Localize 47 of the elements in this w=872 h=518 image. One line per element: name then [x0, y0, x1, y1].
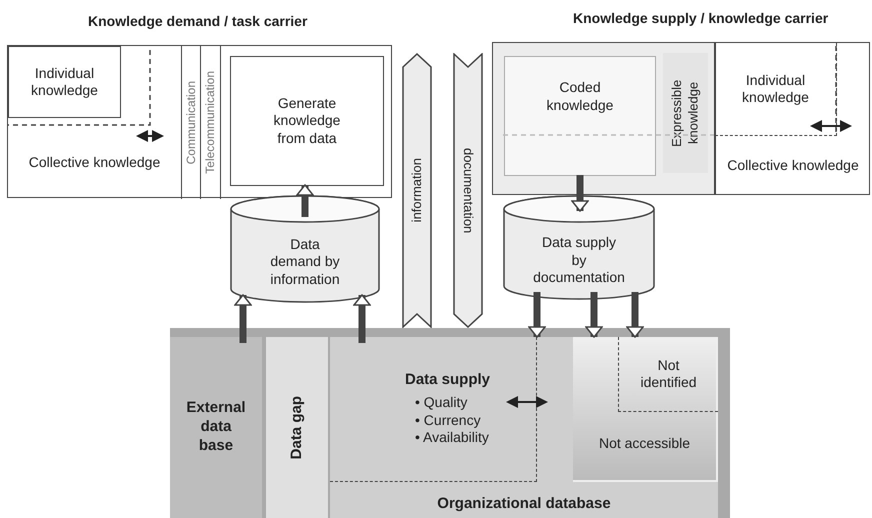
node-label: Not accessible — [598, 434, 690, 452]
knowledge-area — [715, 43, 837, 136]
node-label: Collective knowledge — [727, 157, 859, 175]
gap-column — [266, 337, 328, 518]
knowledge-box — [8, 46, 121, 118]
node-label: Not identified — [639, 356, 698, 392]
bullet-item: • Currency — [415, 412, 482, 430]
database-block — [170, 337, 262, 518]
data-block — [573, 337, 718, 482]
database-block — [330, 337, 718, 518]
node-label: Coded knowledge — [546, 79, 614, 114]
knowledge-box — [504, 56, 656, 176]
heading: Data supply — [405, 371, 490, 390]
block-arrow — [585, 292, 603, 338]
bullet-item: • Quality — [415, 394, 468, 412]
block-arrow — [296, 184, 314, 217]
node-label: Data gap — [288, 396, 306, 460]
data-area — [330, 337, 537, 482]
process-box — [230, 56, 384, 186]
block-arrow — [528, 292, 546, 338]
node-label: information — [408, 158, 425, 223]
channel-column — [181, 46, 201, 199]
node-label: Collective knowledge — [28, 154, 160, 172]
block-arrow — [626, 292, 644, 338]
bullet-item: • Availability — [415, 429, 489, 447]
down-arrow-band — [453, 53, 483, 328]
up-arrow-band — [402, 53, 432, 328]
knowledge-column — [663, 53, 708, 173]
data-area — [618, 337, 718, 412]
block-arrow — [234, 294, 252, 343]
node-label: Data demand by information — [269, 236, 341, 288]
node-label: Individual knowledge — [30, 64, 99, 100]
database-cylinder — [503, 195, 655, 300]
node-label: Communication — [184, 80, 198, 164]
block-arrow — [571, 175, 589, 212]
node-label: External data base — [185, 399, 247, 456]
group-heading: Knowledge demand / task carrier — [88, 13, 308, 30]
node-label: Organizational database — [437, 495, 611, 514]
node-label: documentation — [460, 148, 476, 234]
block-arrow — [353, 294, 371, 343]
node-label: Telecommunication — [203, 71, 218, 174]
node-label: Expressible knowledge — [669, 78, 702, 149]
database-cylinder — [230, 195, 380, 303]
node-label: Individual knowledge — [741, 72, 810, 106]
group-heading: Knowledge supply / knowledge carrier — [573, 10, 828, 28]
node-label: Generate knowledge from data — [272, 94, 342, 148]
node-label: Data supply by documentation — [533, 234, 625, 287]
